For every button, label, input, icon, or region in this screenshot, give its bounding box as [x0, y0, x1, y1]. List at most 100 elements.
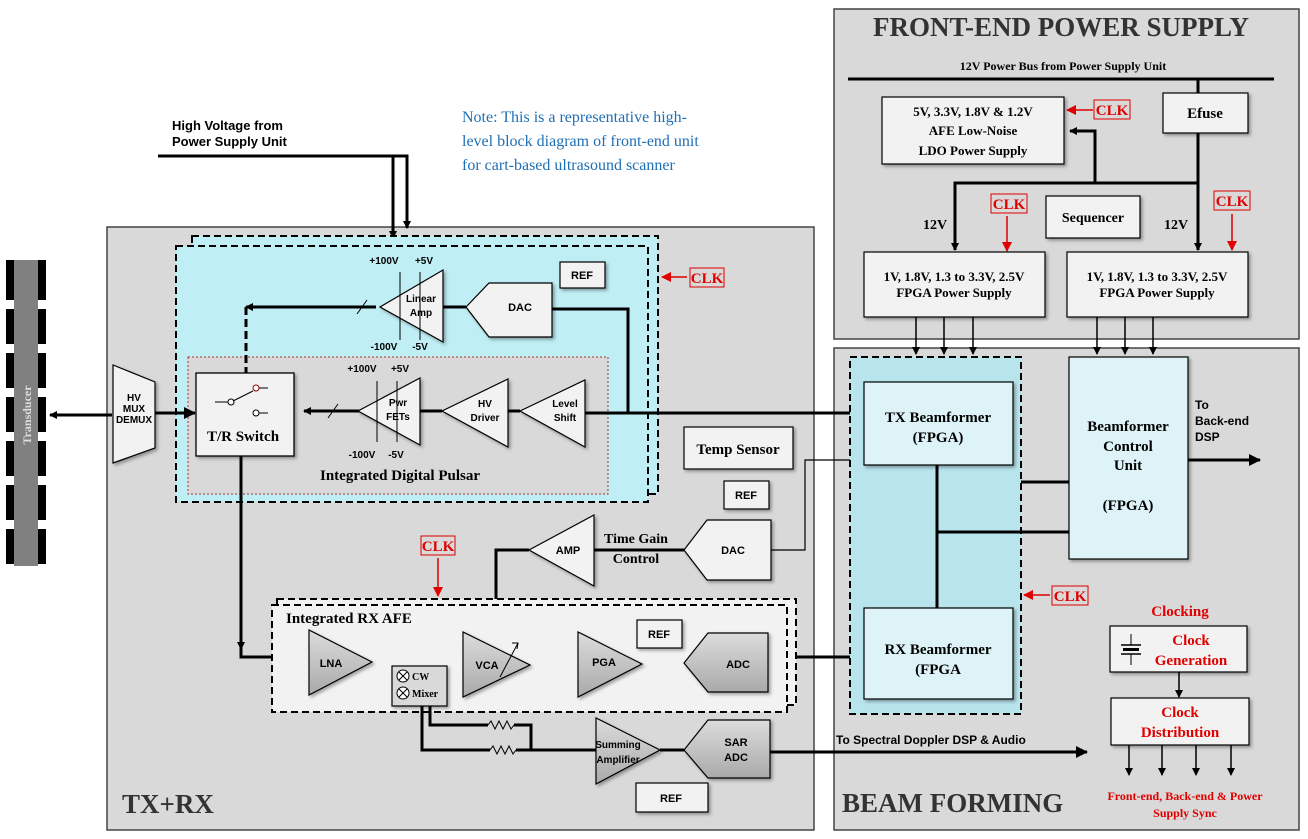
clk-tx: CLK: [661, 267, 725, 288]
svg-text:Amplifier: Amplifier: [596, 755, 639, 766]
svg-text:Supply Sync: Supply Sync: [1153, 806, 1217, 820]
rail-label-right: 12V: [1164, 218, 1188, 233]
svg-text:for cart-based ultrasound scan: for cart-based ultrasound scanner: [462, 157, 675, 174]
rx-afe-title: Integrated RX AFE: [286, 611, 412, 627]
clk-fpga-ps-right: CLK: [1213, 190, 1251, 251]
svg-text:+100V: +100V: [347, 364, 377, 375]
clock-generation: Clock Generation: [1109, 625, 1248, 673]
clk-afe: CLK: [420, 535, 456, 597]
svg-text:CLK: CLK: [993, 197, 1026, 213]
cw-path-2: [428, 706, 488, 727]
svg-text:REF: REF: [571, 270, 593, 282]
svg-text:level block diagram of front-e: level block diagram of front-end unit: [462, 133, 699, 150]
tgc-amp: AMP: [527, 513, 595, 588]
svg-text:Efuse: Efuse: [1187, 106, 1223, 122]
svg-text:Pwr: Pwr: [389, 398, 407, 409]
clk-ldo: CLK: [1066, 99, 1131, 120]
power-title: FRONT-END POWER SUPPLY: [873, 12, 1249, 42]
svg-text:REF: REF: [648, 629, 670, 641]
transducer-notch: [38, 564, 46, 573]
bus-slash: [356, 299, 368, 315]
svg-text:LDO Power Supply: LDO Power Supply: [919, 143, 1028, 158]
clock-distribution: Clock Distribution: [1110, 697, 1250, 746]
svg-text:High Voltage from: High Voltage from: [172, 118, 283, 133]
svg-text:Control: Control: [1103, 439, 1153, 455]
svg-text:+100V: +100V: [369, 256, 399, 267]
svg-text:RX Beamformer: RX Beamformer: [884, 642, 991, 658]
note-text: Note: This is a representative high- lev…: [462, 109, 699, 174]
transducer-notch: [6, 476, 14, 485]
cw-mixer: CW Mixer: [391, 665, 448, 707]
fpga-power-supply-right: 1V, 1.8V, 1.3 to 3.3V, 2.5V FPGA Power S…: [1066, 251, 1249, 318]
sequencer: Sequencer: [1045, 195, 1141, 239]
svg-text:DAC: DAC: [508, 302, 532, 314]
svg-text:DSP: DSP: [1195, 430, 1220, 444]
tgc-to-afe: [494, 548, 529, 600]
tgc-label: Time Gain Control: [604, 532, 668, 567]
svg-text:ADC: ADC: [726, 659, 750, 671]
svg-text:Distribution: Distribution: [1141, 725, 1220, 741]
svg-text:ADC: ADC: [724, 752, 748, 764]
temp-sensor: Temp Sensor: [683, 426, 794, 470]
rail-12v-left: [951, 133, 1200, 251]
svg-text:To: To: [1195, 398, 1209, 412]
resistor-2: [489, 744, 517, 756]
dac-input-line: [552, 307, 630, 413]
svg-text:REF: REF: [660, 793, 682, 805]
svg-text:(FPGA: (FPGA: [915, 662, 961, 678]
svg-text:1V, 1.8V, 1.3 to 3.3V, 2.5V: 1V, 1.8V, 1.3 to 3.3V, 2.5V: [1087, 269, 1228, 284]
sync-label: Front-end, Back-end & Power Supply Sync: [1107, 789, 1263, 820]
svg-text:(FPGA): (FPGA): [1103, 498, 1154, 514]
svg-text:Note: This is a representative: Note: This is a representative high-: [462, 109, 687, 126]
vca: VCA: [462, 631, 532, 698]
svg-text:(FPGA): (FPGA): [913, 430, 964, 446]
svg-text:Clock: Clock: [1172, 633, 1210, 649]
clk-beamformer: CLK: [1023, 585, 1089, 606]
transducer-notch: [38, 344, 46, 353]
svg-text:-5V: -5V: [412, 342, 428, 353]
hv-line-2: [393, 154, 411, 229]
tgc-control-line: [771, 459, 864, 551]
svg-text:FPGA Power Supply: FPGA Power Supply: [896, 285, 1012, 300]
svg-text:Linear: Linear: [406, 294, 436, 305]
svg-text:Transducer: Transducer: [20, 385, 34, 445]
svg-text:CLK: CLK: [1096, 103, 1129, 119]
svg-text:+5V: +5V: [415, 256, 433, 267]
svg-text:+5V: +5V: [391, 364, 409, 375]
svg-text:Unit: Unit: [1114, 458, 1142, 474]
svg-text:CLK: CLK: [1054, 589, 1087, 605]
transducer-notch: [6, 520, 14, 529]
svg-text:HV: HV: [127, 393, 141, 404]
tgc-dac: DAC: [683, 519, 772, 581]
svg-text:5V, 3.3V, 1.8V & 1.2V: 5V, 3.3V, 1.8V & 1.2V: [913, 104, 1033, 119]
hv-driver: HV Driver: [440, 378, 509, 449]
rx-beamformer: RX Beamformer (FPGA: [863, 607, 1014, 700]
svg-text:DEMUX: DEMUX: [116, 415, 152, 426]
transducer-notch: [6, 432, 14, 441]
svg-text:CW: CW: [412, 672, 429, 683]
tx-ref: REF: [559, 261, 606, 289]
svg-text:Summing: Summing: [595, 740, 641, 751]
tr-to-lna: [239, 456, 272, 659]
transducer-notch: [38, 432, 46, 441]
power-bus-label: 12V Power Bus from Power Supply Unit: [960, 59, 1166, 73]
transducer-notch: [6, 300, 14, 309]
pga: PGA: [577, 631, 644, 698]
svg-text:PGA: PGA: [592, 657, 616, 669]
svg-text:Driver: Driver: [471, 413, 500, 424]
svg-text:DAC: DAC: [721, 545, 745, 557]
svg-text:SAR: SAR: [724, 737, 747, 749]
svg-text:Back-end: Back-end: [1195, 414, 1249, 428]
hv-mux-demux: HV MUX DEMUX: [112, 364, 156, 464]
rail-to-ldo: [1069, 127, 1097, 183]
svg-text:Mixer: Mixer: [412, 689, 439, 700]
transducer-notch: [6, 388, 14, 397]
linear-amp: Linear Amp +100V +5V -100V -5V: [369, 256, 444, 353]
svg-text:Level: Level: [552, 399, 578, 410]
tx-dac: DAC: [465, 282, 553, 338]
svg-text:Temp Sensor: Temp Sensor: [696, 442, 780, 458]
sar-ref: REF: [635, 782, 709, 813]
bus-slash-2: [327, 403, 339, 419]
svg-text:FETs: FETs: [386, 412, 410, 423]
svg-text:HV: HV: [478, 399, 492, 410]
